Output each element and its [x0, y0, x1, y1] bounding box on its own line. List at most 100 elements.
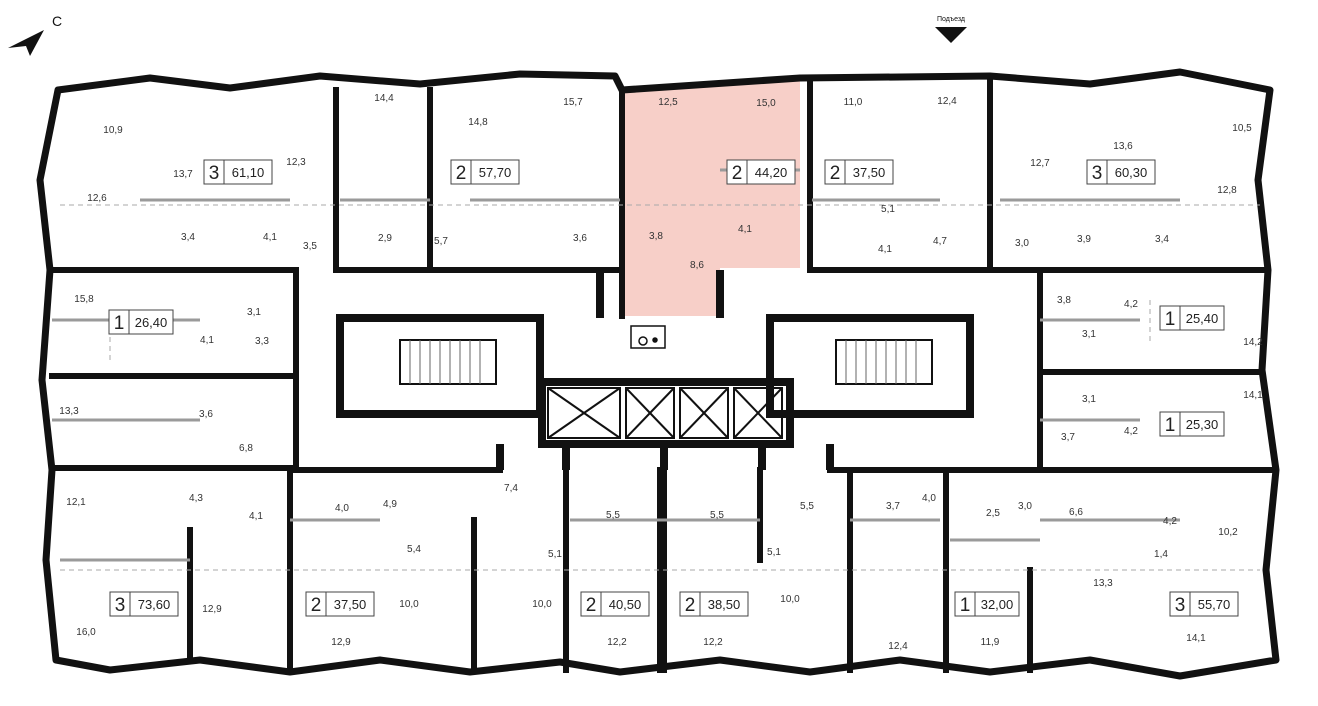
room-label: 5,5 [606, 510, 620, 521]
apartment-badge[interactable]: 3 73,60 [109, 591, 179, 617]
room-label: 4,1 [878, 244, 892, 255]
room-label: 3,7 [1061, 432, 1075, 443]
room-label: 2,5 [986, 508, 1000, 519]
room-label: 10,0 [780, 594, 800, 605]
apartment-badge[interactable]: 2 37,50 [824, 159, 894, 185]
apartment-badge[interactable]: 2 37,50 [305, 591, 375, 617]
room-label: 12,2 [607, 637, 627, 648]
room-label: 14,4 [374, 93, 394, 104]
room-label: 15,8 [74, 294, 94, 305]
apartment-area: 57,70 [479, 165, 512, 180]
room-label: 13,3 [1093, 578, 1113, 589]
room-label: 3,1 [1082, 329, 1096, 340]
room-label: 13,3 [59, 406, 79, 417]
apartment-area: 32,00 [981, 597, 1014, 612]
elevator-shafts [547, 387, 783, 439]
room-label: 12,5 [658, 97, 678, 108]
room-label: 2,9 [378, 233, 392, 244]
room-label: 5,1 [767, 547, 781, 558]
partitions [52, 168, 1180, 562]
room-label: 12,7 [1030, 158, 1050, 169]
apartment-area: 73,60 [138, 597, 171, 612]
room-label: 12,4 [937, 96, 957, 107]
apartment-rooms: 1 [114, 313, 125, 334]
apartment-rooms: 3 [1092, 163, 1103, 184]
apartment-badge[interactable]: 2 57,70 [450, 159, 520, 185]
room-label: 7,4 [504, 483, 518, 494]
apartment-area: 25,30 [1186, 417, 1219, 432]
apartment-rooms: 1 [960, 595, 971, 616]
room-label: 3,0 [1015, 238, 1029, 249]
highlighted-apartment[interactable] [622, 78, 800, 316]
apartment-area: 25,40 [1186, 311, 1219, 326]
room-label: 14,1 [1243, 390, 1263, 401]
north-letter: С [52, 13, 62, 29]
room-label: 12,2 [703, 637, 723, 648]
room-label: 3,1 [1082, 394, 1096, 405]
room-label: 14,2 [1243, 337, 1263, 348]
entrance-label: Подъезд [937, 16, 965, 23]
room-label: 13,7 [173, 169, 193, 180]
building-core [336, 270, 974, 470]
apartment-rooms: 2 [830, 163, 841, 184]
apartment-badge[interactable]: 2 38,50 [679, 591, 749, 617]
apartment-badge[interactable]: 3 60,30 [1086, 159, 1156, 185]
apartment-badge[interactable]: 3 61,10 [203, 159, 273, 185]
room-label: 5,5 [710, 510, 724, 521]
room-label: 4,0 [922, 493, 936, 504]
apartment-badge[interactable]: 3 55,70 [1169, 591, 1239, 617]
entrance-arrow-icon [935, 27, 967, 43]
room-label: 3,3 [255, 336, 269, 347]
apartment-badges[interactable]: 3 61,10 2 57,70 2 44,20 2 37,50 3 [108, 159, 1239, 617]
room-label: 6,6 [1069, 507, 1083, 518]
room-labels: 10,9 13,7 12,3 14,4 14,8 15,7 12,5 15,0 … [59, 93, 1263, 652]
apartment-badge[interactable]: 1 26,40 [108, 309, 174, 335]
wheelchair-icon [630, 325, 666, 349]
room-label: 10,0 [399, 599, 419, 610]
room-label: 4,3 [189, 493, 203, 504]
apartment-rooms: 3 [209, 163, 220, 184]
apartment-badge[interactable]: 2 40,50 [580, 591, 650, 617]
room-label: 4,0 [335, 503, 349, 514]
apartment-badge[interactable]: 1 25,40 [1159, 305, 1225, 331]
room-label: 4,9 [383, 499, 397, 510]
apartment-badge-highlighted[interactable]: 2 44,20 [726, 159, 796, 185]
room-label: 3,6 [199, 409, 213, 420]
room-label: 3,8 [1057, 295, 1071, 306]
room-label: 3,5 [303, 241, 317, 252]
apartment-area: 38,50 [708, 597, 741, 612]
apartment-area: 61,10 [232, 165, 265, 180]
apartment-rooms: 2 [732, 163, 743, 184]
apartment-badge[interactable]: 1 32,00 [954, 591, 1020, 617]
room-label: 5,7 [434, 236, 448, 247]
room-label: 3,8 [649, 231, 663, 242]
room-label: 3,7 [886, 501, 900, 512]
room-label: 3,4 [181, 232, 195, 243]
room-label: 15,7 [563, 97, 583, 108]
room-label: 4,2 [1163, 516, 1177, 527]
apartment-area: 44,20 [755, 165, 788, 180]
room-label: 16,0 [76, 627, 96, 638]
room-label: 4,1 [738, 224, 752, 235]
apartment-rooms: 1 [1165, 415, 1176, 436]
room-label: 12,4 [888, 641, 908, 652]
apartment-rooms: 3 [115, 595, 126, 616]
room-label: 10,9 [103, 125, 123, 136]
room-label: 4,1 [200, 335, 214, 346]
room-label: 11,0 [844, 97, 863, 108]
exterior-walls [36, 68, 1280, 680]
room-label: 8,6 [690, 260, 704, 271]
apartment-badge[interactable]: 1 25,30 [1159, 411, 1225, 437]
stairs [399, 339, 933, 385]
apartment-area: 26,40 [135, 315, 168, 330]
apartment-area: 60,30 [1115, 165, 1148, 180]
room-label: 15,0 [756, 98, 776, 109]
room-label: 3,0 [1018, 501, 1032, 512]
room-label: 4,1 [263, 232, 277, 243]
apartment-rooms: 2 [456, 163, 467, 184]
room-label: 11,9 [981, 637, 1000, 648]
apartment-area: 55,70 [1198, 597, 1231, 612]
apartment-rooms: 2 [311, 595, 322, 616]
room-label: 10,0 [532, 599, 552, 610]
room-label: 14,1 [1186, 633, 1206, 644]
